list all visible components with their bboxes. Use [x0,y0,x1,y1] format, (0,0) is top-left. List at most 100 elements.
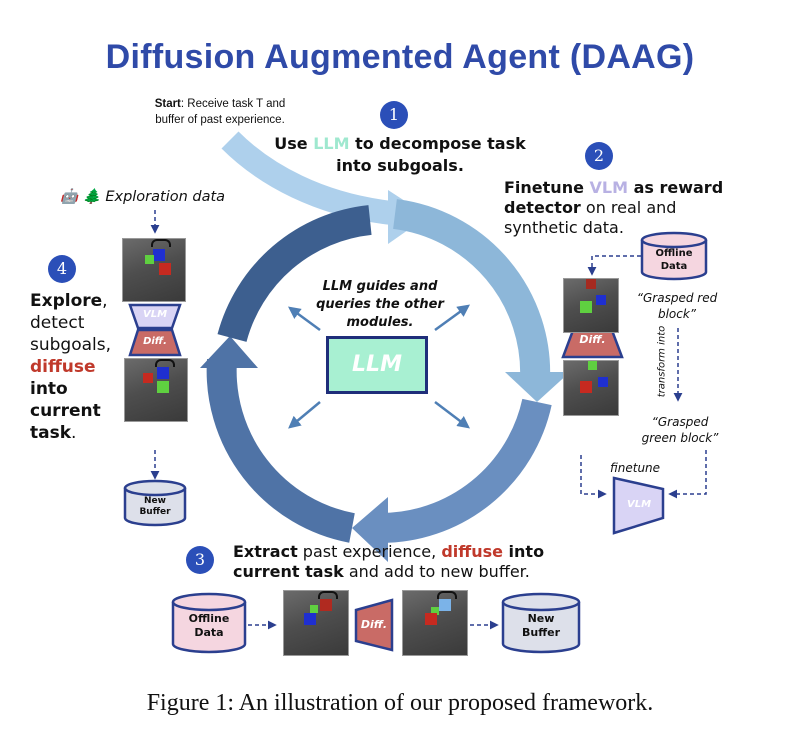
llm-module-box: LLM [326,336,428,394]
robot-tree-icon: 🤖 🌲 [60,189,101,205]
step4-text: Explore, detect subgoals, diffuse into c… [30,290,130,444]
light-blue-cube [439,599,451,611]
finetune-label: finetune [610,461,661,475]
green-cube [588,361,597,370]
step1-llm: LLM [313,134,350,153]
step2-vlm: VLM [589,178,629,197]
step1-text: Use LLM to decompose task into subgoals. [270,133,530,177]
step2-finetune: Finetune [504,178,590,197]
green-cube [580,301,592,313]
offline-data-db-step3 [171,592,247,654]
blue-cube [596,295,606,305]
vlm-label-step2: VLM [626,499,652,510]
center-note-3: modules. [346,315,414,330]
step-badge-4: 4 [48,255,76,283]
exploration-text: Exploration data [105,189,226,205]
diff-module-step4 [128,328,182,357]
db-label-line1: New [144,496,166,506]
diff-label-step2: Diff. [579,333,606,346]
red-cube [425,613,437,625]
step4-current: current [30,401,101,421]
step2-text: Finetune VLM as reward detector on real … [504,178,744,238]
step-badge-2: 2 [585,142,613,170]
green-cube [310,605,318,613]
red-cube [586,279,596,289]
green-cube [157,381,169,393]
vlm-module-step4 [128,303,182,330]
step3-diffuse: diffuse [441,542,503,561]
image-to-vlm-arrow [580,455,607,499]
vlm-label-step4: VLM [142,309,168,320]
gripper-icon [151,239,171,247]
step3-add-buffer: and add to new buffer. [343,562,530,581]
db-label-line1: New [527,612,555,625]
ring-segment-bottom-right [379,398,552,544]
step3-extract: Extract [233,542,298,561]
ring-segment-bottom-left [206,359,356,543]
figure-caption: Figure 1: An illustration of our propose… [146,690,654,716]
red-cube [320,599,332,611]
step2-as-reward: as reward [628,178,724,197]
step3-text: Extract past experience, diffuse into cu… [233,542,593,582]
diff-label-step3: Diff. [360,618,388,631]
step4-diffuse: diffuse [30,357,96,377]
quote-green-line2: green block” [641,431,719,445]
quote-green-line1: “Grasped [651,415,709,429]
ring-arrowhead-right [505,372,570,402]
diagram-title: Diffusion Augmented Agent (DAAG) [105,38,695,76]
start-text-2: buffer of past experience. [155,114,285,126]
guide-arrow-se [434,401,470,429]
step4-subgoals: subgoals, [30,335,112,355]
step2-synthetic: synthetic data. [504,218,624,237]
robot-image-step2-synthetic [563,360,619,416]
db-label-line2: Buffer [139,507,171,517]
step1-pre: Use [274,134,314,153]
center-note-1: LLM guides and [322,279,438,294]
red-cube [143,373,153,383]
step4-dot: . [71,423,77,443]
robot-image-step4-bottom [124,358,188,422]
db-label-line1: Offline [188,612,230,625]
step3-past: past experience, [297,542,442,561]
db-label-line2: Data [660,261,688,272]
robot-image-step3-diffused [402,590,468,656]
green-cube [431,607,439,615]
step2-on-real: on real and [580,198,677,217]
step-badge-1: 1 [380,101,408,129]
blue-cube [153,249,165,261]
start-label: Start [154,98,181,110]
new-buffer-db-step3 [501,592,581,654]
robot-image-step3-original [283,590,349,656]
new-buffer-db-step4 [123,479,187,527]
gripper-icon [155,359,175,367]
step1-post: to decompose task [349,134,526,153]
quote-red-line1: “Grasped red [636,291,718,305]
blue-cube [304,613,316,625]
step4-task: task [30,423,72,443]
center-note: LLM guides and queries the other modules… [300,278,460,332]
blue-cube [598,377,608,387]
exploration-label: 🤖 🌲 Exploration data [60,188,225,205]
start-text: : Receive task T and [180,98,286,110]
step3-current-task: current task [233,562,344,581]
robot-image-step2-real [563,278,619,333]
ring-segment-top-left [217,205,372,343]
step4-comma: , [102,291,108,311]
diff-label-step4: Diff. [143,336,167,347]
ring-arrowhead-left [200,336,258,368]
step2-detector: detector [504,198,581,217]
start-note: Start: Receive task T and buffer of past… [120,96,320,128]
offline-data-db-step2 [640,231,708,281]
transform-into-label: transform into [656,325,668,398]
center-note-2: queries the other [316,297,444,312]
gripper-icon [437,591,457,599]
red-cube [580,381,592,393]
ring-segment-top-right [392,199,551,381]
guide-arrow-ne [434,304,471,332]
